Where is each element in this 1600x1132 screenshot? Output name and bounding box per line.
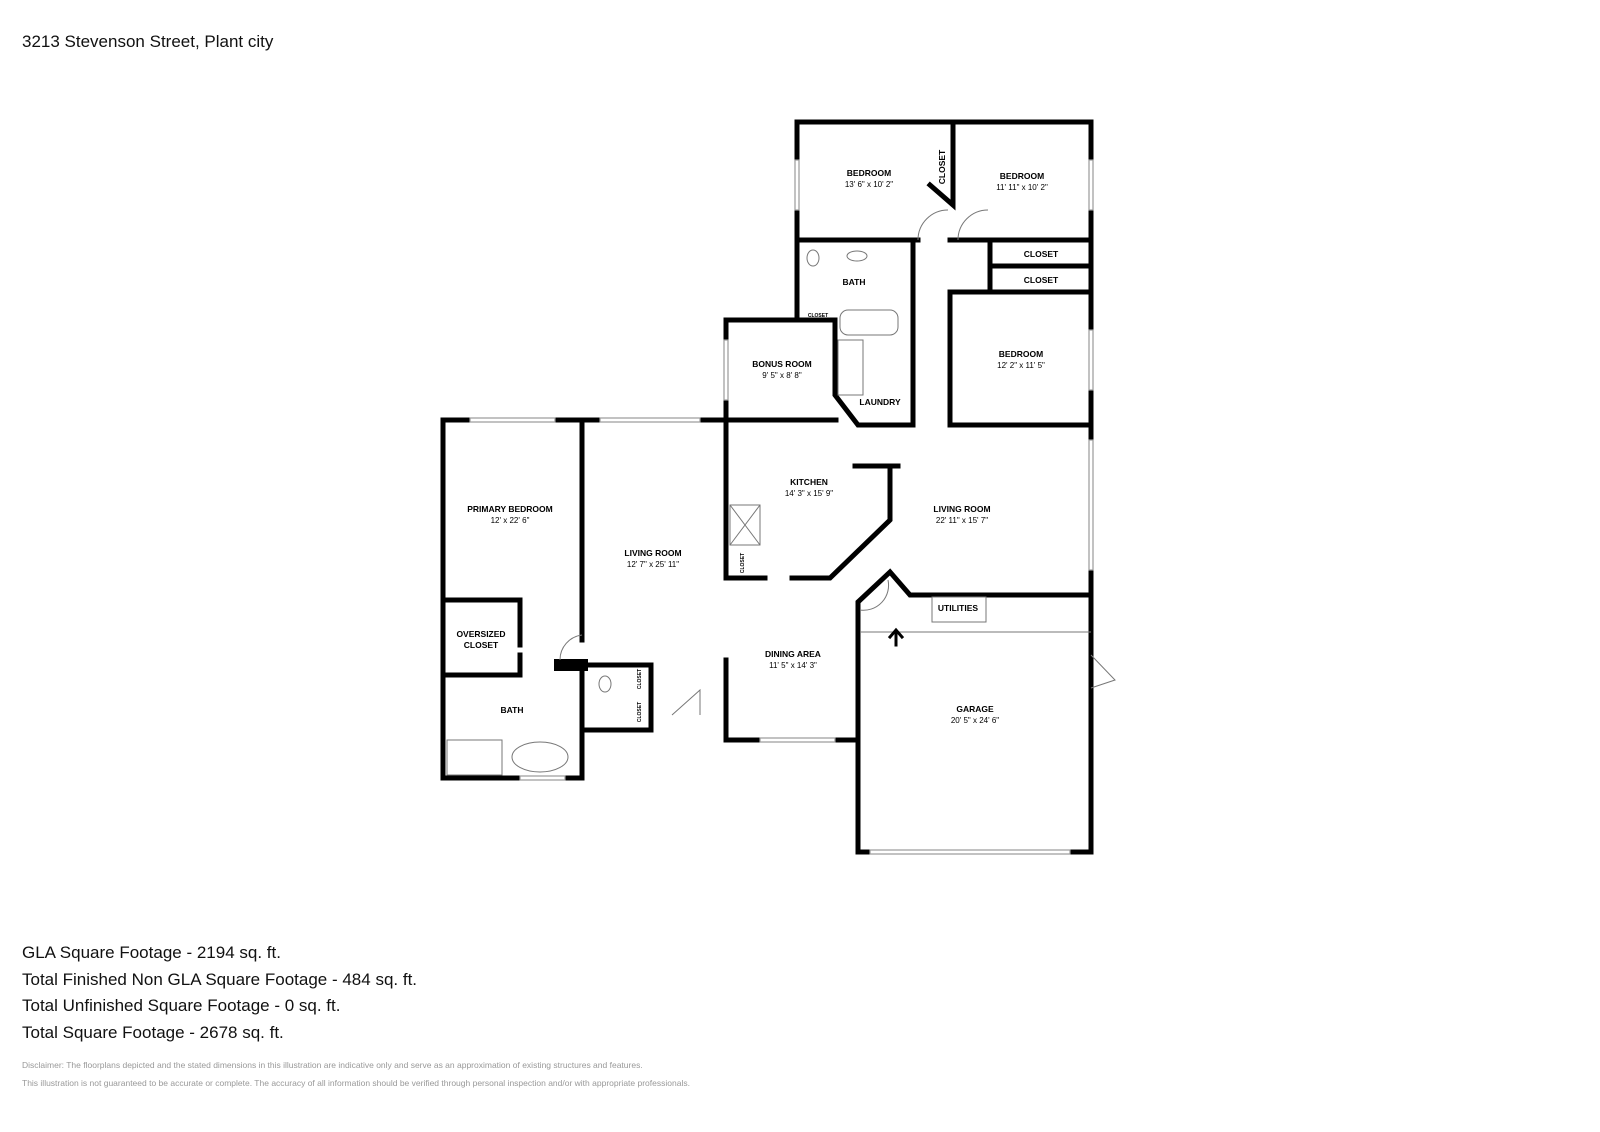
svg-text:9' 5" x 8' 8": 9' 5" x 8' 8": [762, 371, 802, 380]
label-closet-3: CLOSET: [937, 149, 947, 184]
room-living-west: LIVING ROOM 12' 7" x 25' 11": [624, 548, 681, 569]
unfinished-footage: Total Unfinished Square Footage - 0 sq. …: [22, 996, 341, 1015]
room-living-east: LIVING ROOM 22' 11" x 15' 7": [933, 504, 990, 525]
room-bonus: BONUS ROOM 9' 5" x 8' 8": [752, 359, 812, 380]
label-closet-1: CLOSET: [1024, 249, 1059, 259]
disclaimer-line-1: Disclaimer: The floorplans depicted and …: [22, 1060, 643, 1070]
svg-text:11' 5" x 14' 3": 11' 5" x 14' 3": [769, 661, 817, 670]
room-bedroom-1: BEDROOM 13' 6" x 10' 2": [845, 168, 893, 189]
svg-text:11' 11" x 10' 2": 11' 11" x 10' 2": [996, 183, 1048, 192]
room-kitchen: KITCHEN 14' 3" x 15' 9": [785, 477, 833, 498]
square-footage-summary: GLA Square Footage - 2194 sq. ft. Total …: [22, 940, 417, 1046]
label-utilities: UTILITIES: [938, 603, 978, 613]
svg-text:LIVING ROOM: LIVING ROOM: [624, 548, 681, 558]
svg-text:BEDROOM: BEDROOM: [847, 168, 891, 178]
non-gla-footage: Total Finished Non GLA Square Footage - …: [22, 969, 418, 989]
disclaimer-line-2: This illustration is not guaranteed to b…: [22, 1078, 690, 1088]
windows: [469, 159, 1094, 855]
svg-text:LIVING ROOM: LIVING ROOM: [933, 504, 990, 514]
label-oversized-closet-1: OVERSIZED: [456, 629, 505, 639]
svg-text:22' 11" x 15' 7": 22' 11" x 15' 7": [936, 516, 988, 525]
svg-text:12' 7" x 25' 11": 12' 7" x 25' 11": [627, 560, 679, 569]
label-closet-2: CLOSET: [1024, 275, 1059, 285]
room-bedroom-3: BEDROOM 12' 2" x 11' 5": [997, 349, 1045, 370]
svg-text:12' 2" x 11' 5": 12' 2" x 11' 5": [997, 361, 1045, 370]
label-oversized-closet-2: CLOSET: [464, 640, 499, 650]
label-bath-upper: BATH: [843, 277, 866, 287]
label-closet-4: CLOSET: [808, 313, 828, 319]
label-laundry: LAUNDRY: [859, 397, 901, 407]
room-dining: DINING AREA 11' 5" x 14' 3": [765, 649, 821, 670]
svg-text:DINING AREA: DINING AREA: [765, 649, 821, 659]
label-closet-7: CLOSET: [637, 702, 643, 722]
room-primary-bedroom: PRIMARY BEDROOM 12' x 22' 6": [467, 504, 552, 525]
svg-text:BEDROOM: BEDROOM: [999, 349, 1043, 359]
svg-text:KITCHEN: KITCHEN: [790, 477, 828, 487]
fixtures: [446, 209, 1116, 776]
total-footage: Total Square Footage - 2678 sq. ft.: [22, 1022, 284, 1042]
room-bedroom-2: BEDROOM 11' 11" x 10' 2": [996, 171, 1048, 192]
svg-text:BONUS ROOM: BONUS ROOM: [752, 359, 812, 369]
label-closet-6: CLOSET: [637, 669, 643, 689]
svg-text:12' x 22' 6": 12' x 22' 6": [491, 516, 530, 525]
svg-text:14' 3" x 15' 9": 14' 3" x 15' 9": [785, 489, 833, 498]
gla-footage: GLA Square Footage - 2194 sq. ft.: [22, 943, 281, 962]
svg-text:GARAGE: GARAGE: [956, 704, 994, 714]
label-bath-primary: BATH: [501, 705, 524, 715]
svg-text:13' 6" x 10' 2": 13' 6" x 10' 2": [845, 180, 893, 189]
room-garage: GARAGE 20' 5" x 24' 6": [951, 704, 999, 725]
property-address: 3213 Stevenson Street, Plant city: [22, 32, 274, 51]
svg-text:BEDROOM: BEDROOM: [1000, 171, 1044, 181]
svg-text:PRIMARY BEDROOM: PRIMARY BEDROOM: [467, 504, 552, 514]
svg-text:20' 5" x 24' 6": 20' 5" x 24' 6": [951, 716, 999, 725]
label-closet-5: CLOSET: [740, 553, 746, 573]
